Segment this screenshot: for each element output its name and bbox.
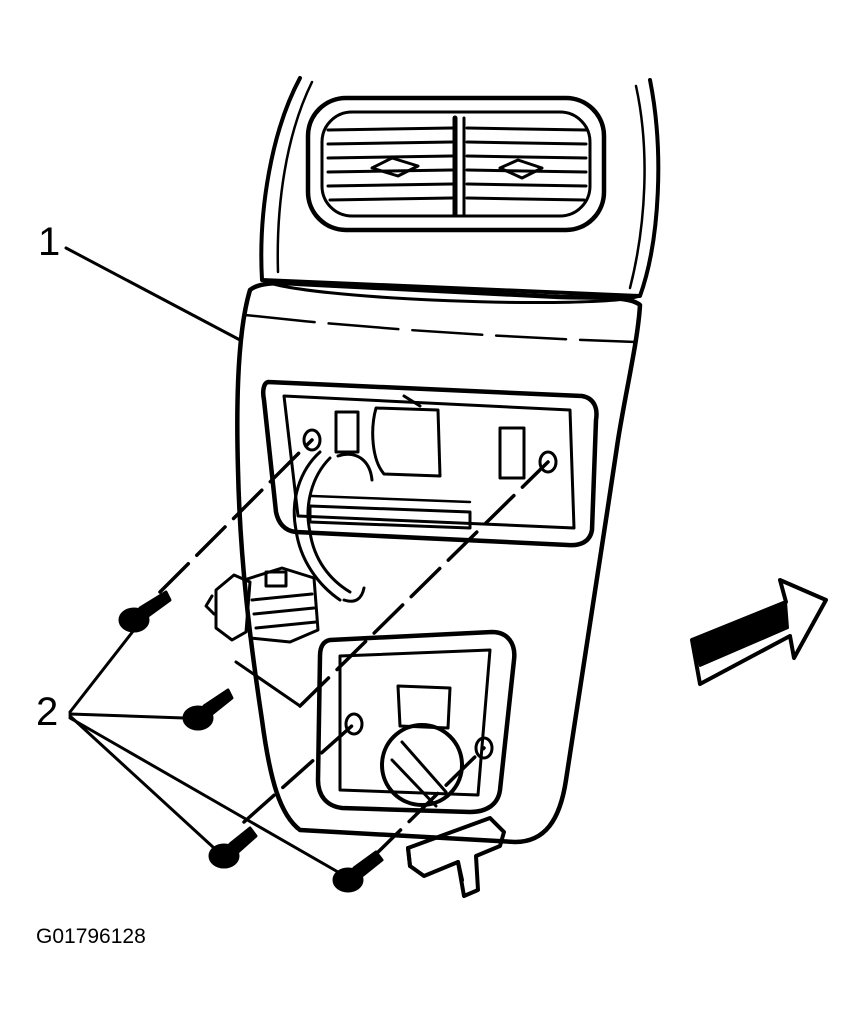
leader-lines — [64, 246, 340, 874]
alignment-lines — [158, 438, 550, 860]
leader-line-2b — [68, 712, 186, 720]
front-arrow-icon — [690, 578, 828, 686]
air-vent — [305, 95, 607, 233]
vent-housing — [259, 76, 661, 304]
screw-hole-upper-right — [538, 450, 558, 474]
leader-line-2d — [68, 716, 340, 874]
console-panel — [235, 280, 643, 845]
screw-1 — [118, 590, 172, 633]
screw-hole-lower-left — [344, 712, 364, 736]
mounting-bracket — [406, 816, 506, 898]
screw-2 — [182, 688, 234, 731]
screw-holes — [302, 428, 558, 760]
leader-line-2a — [68, 628, 136, 714]
leader-line-1 — [64, 246, 242, 342]
screw-hole-lower-right — [474, 736, 494, 760]
screw-4 — [332, 850, 384, 893]
callout-label-1: 1 — [38, 220, 61, 264]
figure-id: G01796128 — [36, 925, 146, 948]
wiring-harness — [292, 450, 374, 603]
screw-hole-upper-left — [302, 428, 322, 452]
electrical-connector — [204, 566, 320, 644]
screw-3 — [208, 826, 258, 869]
upper-opening — [260, 379, 599, 548]
leader-line-2c — [68, 714, 216, 850]
lower-opening — [315, 629, 517, 815]
callout-label-2: 2 — [36, 690, 59, 734]
